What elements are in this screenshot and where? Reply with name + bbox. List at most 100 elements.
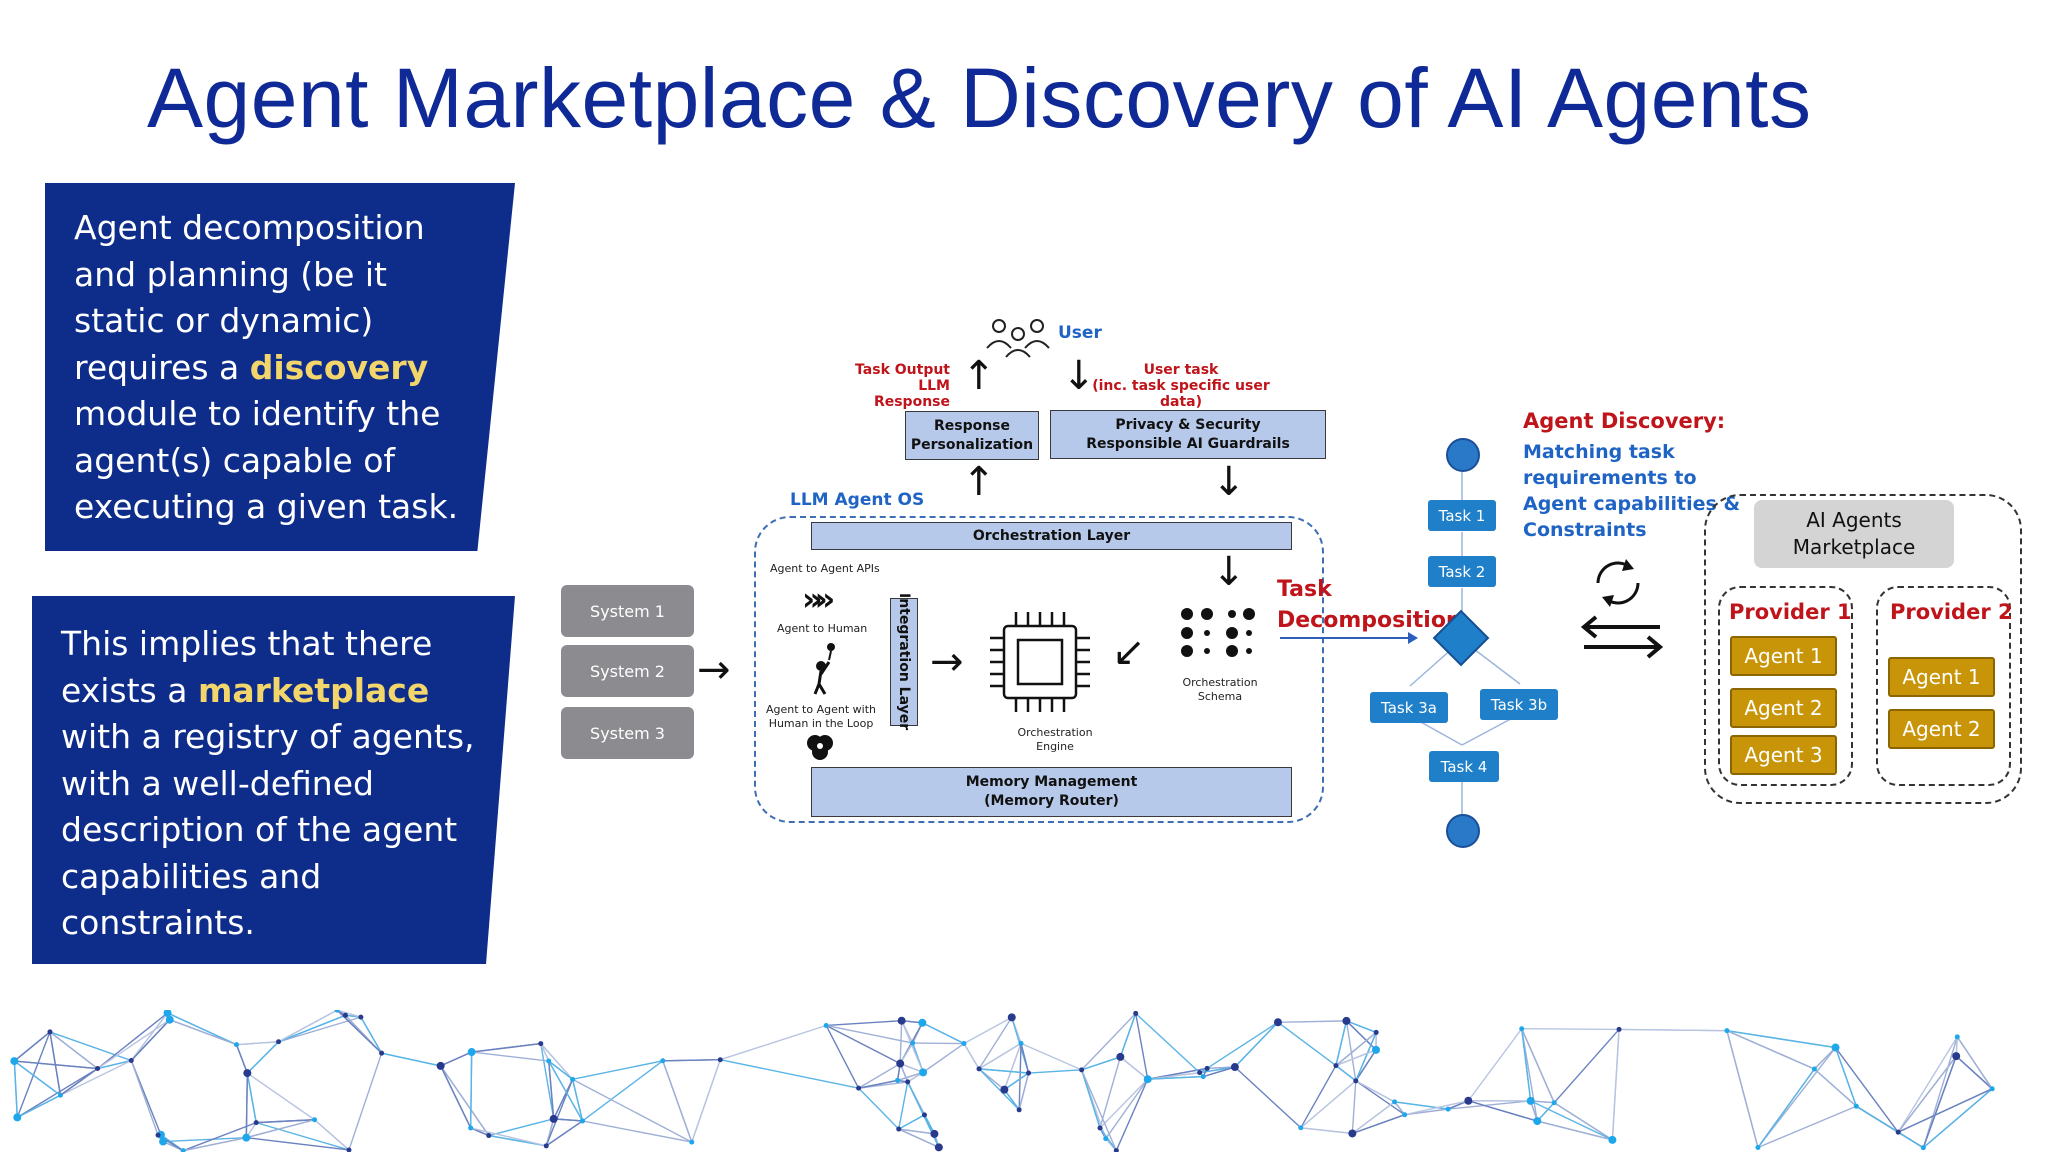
network-line <box>1404 1100 1469 1116</box>
network-node <box>1954 1034 1960 1040</box>
network-line <box>1352 1114 1405 1135</box>
discovery-line: Constraints <box>1523 519 1647 541</box>
network-line <box>548 1060 555 1119</box>
start-node <box>1446 438 1480 472</box>
refresh-cycle-icon <box>1596 559 1640 607</box>
network-node <box>897 1016 906 1025</box>
task-box: Task 3a <box>1370 692 1448 723</box>
agent-to-human-label: Agent to Human <box>777 622 868 635</box>
network-node <box>486 1133 492 1139</box>
network-line <box>163 1136 247 1143</box>
network-line <box>858 1087 900 1130</box>
network-line <box>1813 1047 1837 1070</box>
network-line <box>130 1012 169 1061</box>
network-line <box>1234 1021 1279 1068</box>
network-line <box>381 1052 441 1067</box>
network-line <box>1553 1102 1613 1141</box>
task-box: Task 4 <box>1429 751 1499 782</box>
network-line <box>97 1019 171 1070</box>
network-line <box>469 1052 473 1128</box>
network-node <box>976 1066 982 1072</box>
network-line <box>336 1010 362 1018</box>
network-line <box>1020 1042 1082 1071</box>
network-line <box>548 1060 584 1122</box>
venn-icon <box>807 735 833 760</box>
network-line <box>1080 1069 1101 1129</box>
network-line <box>691 1059 721 1143</box>
network-node <box>1007 1013 1016 1022</box>
network-line <box>1028 1069 1082 1074</box>
network-line <box>278 1016 362 1043</box>
network-line <box>182 1121 257 1152</box>
agent-box: Agent 1 <box>1730 636 1837 676</box>
network-node <box>1464 1096 1473 1105</box>
network-line <box>1537 1120 1613 1141</box>
network-line <box>1619 1028 1727 1032</box>
integration-layer-text: Integration Layer <box>896 593 912 731</box>
guardrails-text: Responsible AI Guardrails <box>1086 435 1290 452</box>
network-line <box>1897 1088 1993 1133</box>
network-node <box>346 1147 352 1152</box>
network-line <box>963 1043 980 1070</box>
human-figure-icon <box>813 643 835 695</box>
network-line <box>1757 1105 1857 1149</box>
network-node <box>543 1143 549 1149</box>
orchestration-engine-label: Orchestration Engine <box>1017 726 1093 753</box>
network-node <box>1097 1125 1103 1131</box>
network-line <box>1922 1088 1993 1149</box>
network-line <box>470 1127 547 1147</box>
network-line <box>1521 1028 1555 1103</box>
network-line <box>1955 1055 1993 1090</box>
network-line <box>49 1031 62 1096</box>
callout-text: This implies that there exists a <box>61 624 433 710</box>
network-line <box>1135 1012 1201 1074</box>
end-node <box>1446 814 1480 848</box>
discovery-callout: Agent decomposition and planning (be it … <box>45 183 515 551</box>
network-line <box>1897 1055 1957 1133</box>
network-line <box>572 1060 663 1081</box>
network-line <box>540 1043 574 1080</box>
network-line <box>245 1073 249 1138</box>
network-line <box>720 1059 859 1089</box>
network-node <box>436 1061 445 1070</box>
network-node <box>570 1076 576 1082</box>
network-node <box>918 1018 927 1027</box>
network-line <box>922 1022 965 1045</box>
network-line <box>1467 1028 1523 1102</box>
decomposition-arrow-icon <box>1280 632 1418 644</box>
network-line <box>720 1024 827 1061</box>
network-line <box>1335 1065 1357 1082</box>
network-line <box>1468 1100 1538 1122</box>
network-line <box>130 1060 159 1136</box>
task-box: Task 3b <box>1480 689 1558 720</box>
network-line <box>1355 1080 1406 1116</box>
network-line <box>1206 1021 1279 1069</box>
network-node <box>1895 1129 1901 1135</box>
network-line <box>1956 1036 1993 1090</box>
network-node <box>905 1079 911 1085</box>
network-node <box>1342 1016 1351 1025</box>
agent-box: Agent 2 <box>1730 688 1837 728</box>
network-line <box>1020 1043 1030 1074</box>
network-line <box>1757 1047 1837 1148</box>
network-node <box>243 1069 252 1078</box>
network-line <box>858 1062 901 1089</box>
network-line <box>978 1068 1020 1111</box>
network-line <box>1234 1066 1302 1129</box>
network-line <box>1351 1080 1357 1134</box>
network-node <box>896 1126 902 1132</box>
network-node <box>10 1057 19 1066</box>
user-task-text: User task <box>1143 362 1219 378</box>
network-line <box>978 1042 1022 1070</box>
network-line <box>899 1020 903 1064</box>
network-node <box>934 1143 943 1152</box>
network-line <box>978 1068 1029 1074</box>
network-line <box>1897 1036 1958 1133</box>
network-node <box>689 1139 695 1145</box>
network-line <box>1018 1072 1030 1110</box>
network-node <box>919 1068 928 1077</box>
network-node <box>1392 1099 1398 1105</box>
down-arrow-icon: ↓ <box>1212 549 1246 595</box>
network-line <box>16 1094 61 1119</box>
network-line <box>1922 1055 1957 1148</box>
